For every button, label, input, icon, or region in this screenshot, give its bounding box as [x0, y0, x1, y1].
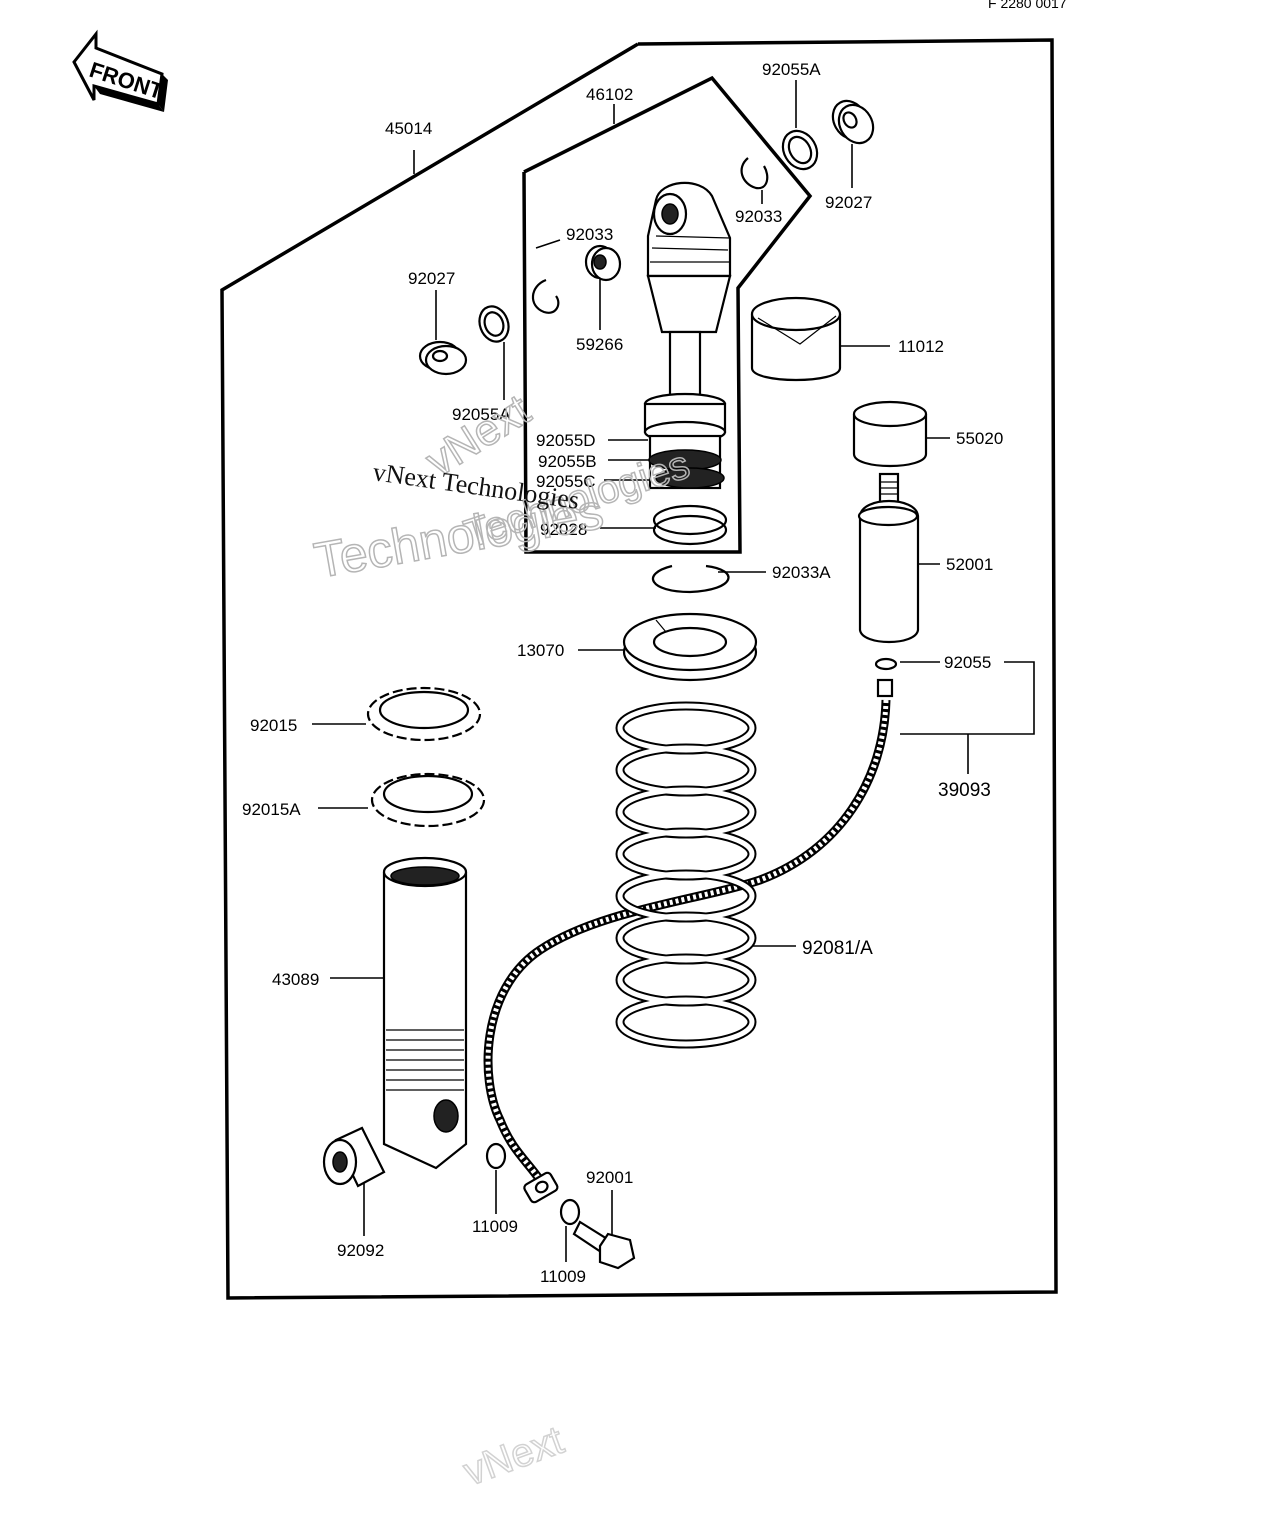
label-92028: 92028	[540, 520, 587, 539]
label-92055D: 92055D	[536, 431, 596, 450]
label-92015A: 92015A	[242, 800, 301, 819]
washer-11009-b	[559, 1198, 581, 1226]
label-45014: 45014	[385, 119, 432, 138]
label-92033A: 92033A	[772, 563, 831, 582]
spring-seat-13070	[622, 612, 758, 682]
locknut-92015	[366, 686, 482, 742]
washer-11009-a	[485, 1142, 507, 1170]
label-39093: 39093	[938, 780, 991, 801]
label-13070: 13070	[517, 641, 564, 660]
bushing-92092	[322, 1126, 386, 1188]
ring-92055A-top	[781, 129, 819, 171]
coil-spring-92081A	[615, 701, 757, 1049]
label-92055C: 92055C	[536, 472, 596, 491]
watermark-footer: vNext	[458, 1418, 569, 1494]
cup-55020	[852, 400, 928, 468]
label-46102: 46102	[586, 85, 633, 104]
label-92055A-top: 92055A	[762, 60, 821, 79]
label-92001: 92001	[586, 1168, 633, 1187]
label-92027-right: 92027	[825, 193, 872, 212]
label-92055: 92055	[944, 653, 991, 672]
label-59266: 59266	[576, 335, 623, 354]
label-55020: 55020	[956, 429, 1003, 448]
diagram-code: F 2280 0017	[988, 0, 1067, 11]
leader-lines	[312, 80, 1035, 1262]
label-92033-left: 92033	[566, 225, 613, 244]
label-11012: 11012	[898, 337, 944, 356]
label-43089: 43089	[272, 970, 319, 989]
label-52001: 52001	[946, 555, 993, 574]
reservoir-52001	[857, 472, 920, 644]
shock-damper-body	[643, 181, 732, 490]
label-11009-b: 11009	[540, 1267, 586, 1286]
bushing-59266	[584, 244, 622, 282]
cap-11012	[750, 296, 842, 382]
shock-body-43089	[382, 856, 468, 1170]
locknut-92015A	[370, 772, 486, 828]
washer-92055	[874, 657, 898, 671]
circlip-92033-right	[740, 157, 769, 190]
circlip-92033A	[651, 564, 730, 594]
label-92027-left: 92027	[408, 269, 455, 288]
ring-92055A-left	[478, 305, 510, 343]
part-labels: 45014 46102 92055A 92027 92033 92033 592…	[242, 60, 1003, 1286]
subassembly-frame-46102	[522, 75, 813, 554]
bushing-92027-left	[418, 340, 468, 376]
label-92055B: 92055B	[538, 452, 597, 471]
front-arrow-icon: FRONT	[72, 29, 168, 112]
bolt-92001	[572, 1220, 636, 1270]
label-92081A: 92081/A	[802, 938, 873, 959]
ring-92028	[652, 504, 728, 546]
circlip-92033-left	[531, 278, 560, 314]
hose-39093	[483, 678, 894, 1204]
label-92092: 92092	[337, 1241, 384, 1260]
bushing-92027-right	[831, 99, 875, 145]
label-92055A-left: 92055A	[452, 405, 511, 424]
label-92033-right: 92033	[735, 207, 782, 226]
label-92015: 92015	[250, 716, 297, 735]
label-11009-a: 11009	[472, 1217, 518, 1236]
assembly-frame-45014	[220, 38, 1058, 1300]
